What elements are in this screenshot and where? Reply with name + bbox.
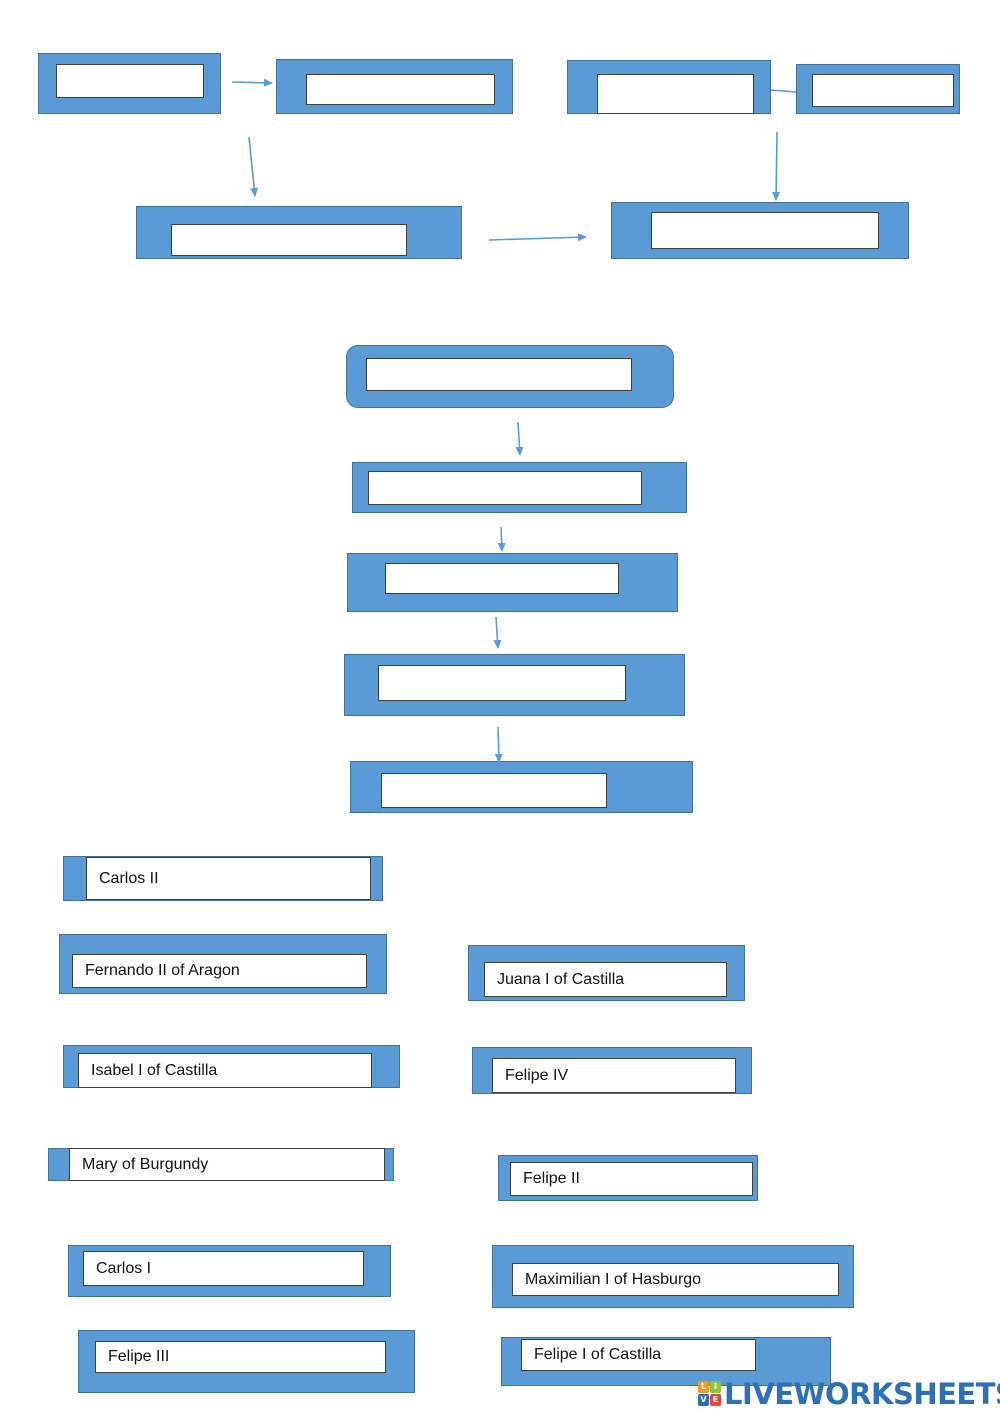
arrow-6 [497, 526, 506, 552]
answer-slot-1[interactable] [56, 64, 204, 98]
answer-label-2[interactable]: Fernando II of Aragon [72, 954, 367, 988]
answer-label-8[interactable]: Carlos I [83, 1251, 364, 1286]
answer-label-6[interactable]: Mary of Burgundy [69, 1148, 385, 1181]
liveworksheets-logo: L I V E LIVEWORKSHEETS [698, 1377, 1000, 1411]
answer-slot-7[interactable] [366, 358, 632, 391]
liveworksheets-logo-text: LIVEWORKSHEETS [724, 1377, 1000, 1411]
answer-slot-11[interactable] [381, 773, 607, 808]
arrow-2 [248, 136, 259, 197]
arrow-4 [488, 233, 587, 242]
liveworksheets-logo-icon: L I V E [698, 1381, 722, 1407]
answer-slot-10[interactable] [378, 665, 626, 701]
arrow-7 [493, 616, 502, 649]
answer-label-11[interactable]: Felipe I of Castilla [521, 1339, 756, 1371]
answer-slot-6[interactable] [651, 212, 879, 249]
answer-label-4[interactable]: Isabel I of Castilla [78, 1053, 372, 1088]
arrow-3 [772, 131, 781, 201]
arrow-1 [231, 78, 273, 87]
answer-label-3[interactable]: Juana I of Castilla [484, 962, 727, 997]
answer-label-9[interactable]: Maximilian I of Hasburgo [512, 1263, 839, 1296]
arrow-8 [494, 726, 503, 763]
answer-slot-9[interactable] [385, 563, 619, 594]
connector-line [770, 89, 797, 93]
arrow-5 [515, 421, 524, 456]
answer-label-10[interactable]: Felipe III [95, 1341, 386, 1373]
answer-slot-5[interactable] [171, 224, 407, 256]
answer-label-5[interactable]: Felipe IV [492, 1058, 736, 1093]
answer-label-7[interactable]: Felipe II [510, 1162, 753, 1196]
answer-slot-8[interactable] [368, 471, 642, 505]
answer-slot-3[interactable] [597, 74, 754, 114]
answer-label-1[interactable]: Carlos II [86, 857, 371, 900]
answer-slot-2[interactable] [306, 74, 495, 105]
answer-slot-4[interactable] [812, 74, 954, 107]
